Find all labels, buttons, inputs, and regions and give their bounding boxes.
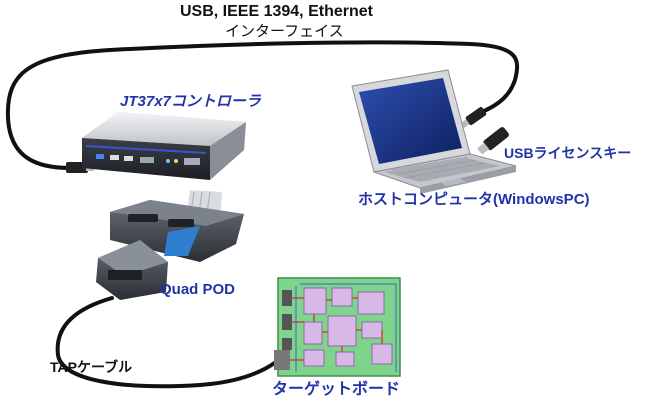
interface-types-label: USB, IEEE 1394, Ethernet — [180, 3, 373, 20]
quad-pod-label: Quad POD — [160, 281, 236, 298]
laptop-icon — [351, 69, 517, 194]
quad-pod-icon — [96, 200, 244, 300]
controller-label: JT37x7コントローラ — [120, 93, 261, 110]
target-board-label: ターゲットボード — [272, 381, 401, 398]
tap-cable-label: TAPケーブル — [50, 359, 133, 375]
host-pc-label: ホストコンピュータ(WindowsPC) — [358, 191, 590, 208]
tap-cable — [55, 296, 278, 389]
target-board-icon — [274, 277, 401, 377]
interface-label: インターフェイス — [225, 23, 344, 40]
controller-device-icon — [82, 112, 246, 180]
interface-cable — [5, 40, 520, 170]
usb-license-key-icon — [477, 127, 509, 155]
usb-key-label: USBライセンスキー — [504, 145, 632, 161]
